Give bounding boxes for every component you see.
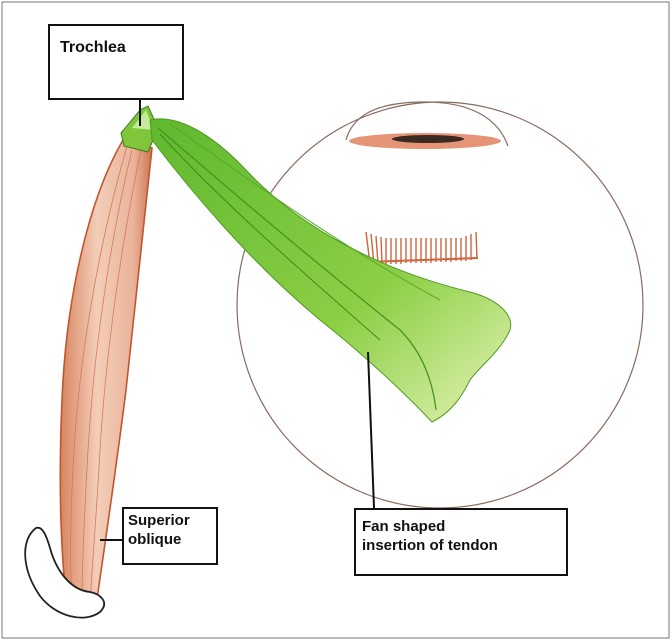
superior-oblique-label-line-1: Superior — [128, 512, 212, 531]
fan-insertion-label-line-2: insertion of tendon — [362, 537, 560, 556]
pupil-mark — [392, 135, 464, 143]
rectus-insertion-mark — [366, 232, 478, 264]
fan-insertion-label: Fan shaped insertion of tendon — [354, 508, 568, 576]
superior-oblique-label: Superior oblique — [122, 507, 218, 565]
fan-insertion-label-line-1: Fan shaped — [362, 518, 560, 537]
superior-oblique-label-line-2: oblique — [128, 531, 212, 550]
fan-insertion-leader-line — [368, 352, 374, 508]
trochlea-label-text: Trochlea — [60, 38, 172, 58]
superior-oblique-tendon — [150, 119, 511, 422]
trochlea-label: Trochlea — [48, 24, 184, 100]
